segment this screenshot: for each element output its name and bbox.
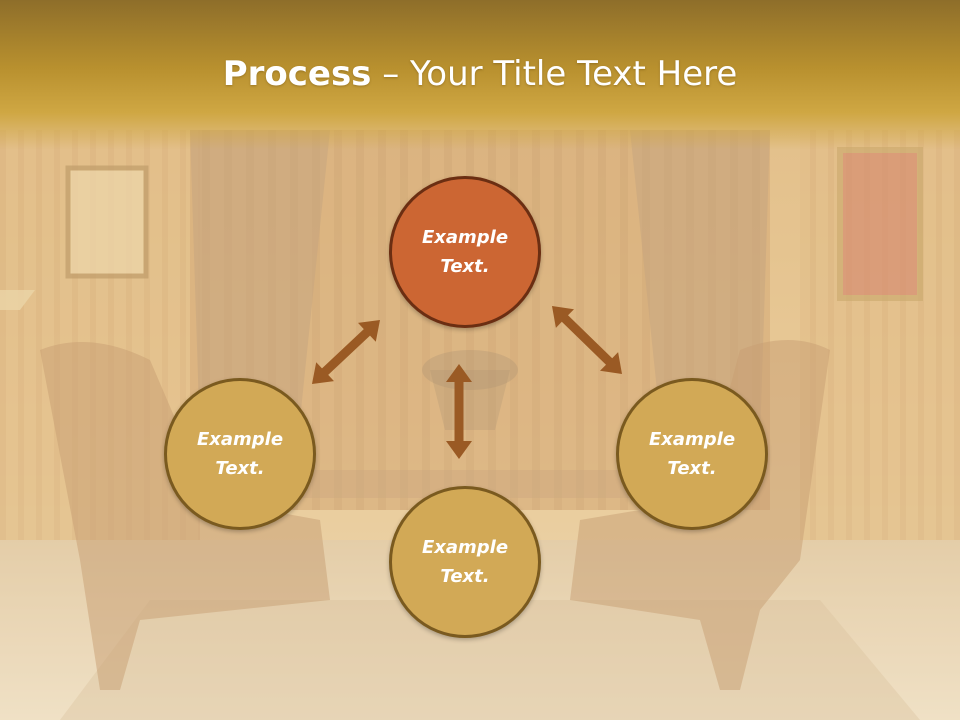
slide-title-rest: – Your Title Text Here [371, 54, 738, 94]
slide-title-bold: Process [222, 54, 372, 94]
arrow-top-left [312, 320, 380, 384]
arrow-top-right [552, 306, 622, 374]
process-node-top-text: Example Text. [421, 227, 509, 277]
slide-title: Process – Your Title Text Here [0, 52, 960, 96]
process-node-top: Example Text. [389, 176, 541, 328]
process-node-right: Example Text. [616, 378, 768, 530]
process-node-left-text: Example Text. [196, 429, 284, 479]
arrow-vertical [446, 364, 472, 459]
process-node-left: Example Text. [164, 378, 316, 530]
title-band [0, 0, 960, 150]
process-node-bottom-text: Example Text. [421, 537, 509, 587]
process-node-right-text: Example Text. [648, 429, 736, 479]
process-node-bottom: Example Text. [389, 486, 541, 638]
